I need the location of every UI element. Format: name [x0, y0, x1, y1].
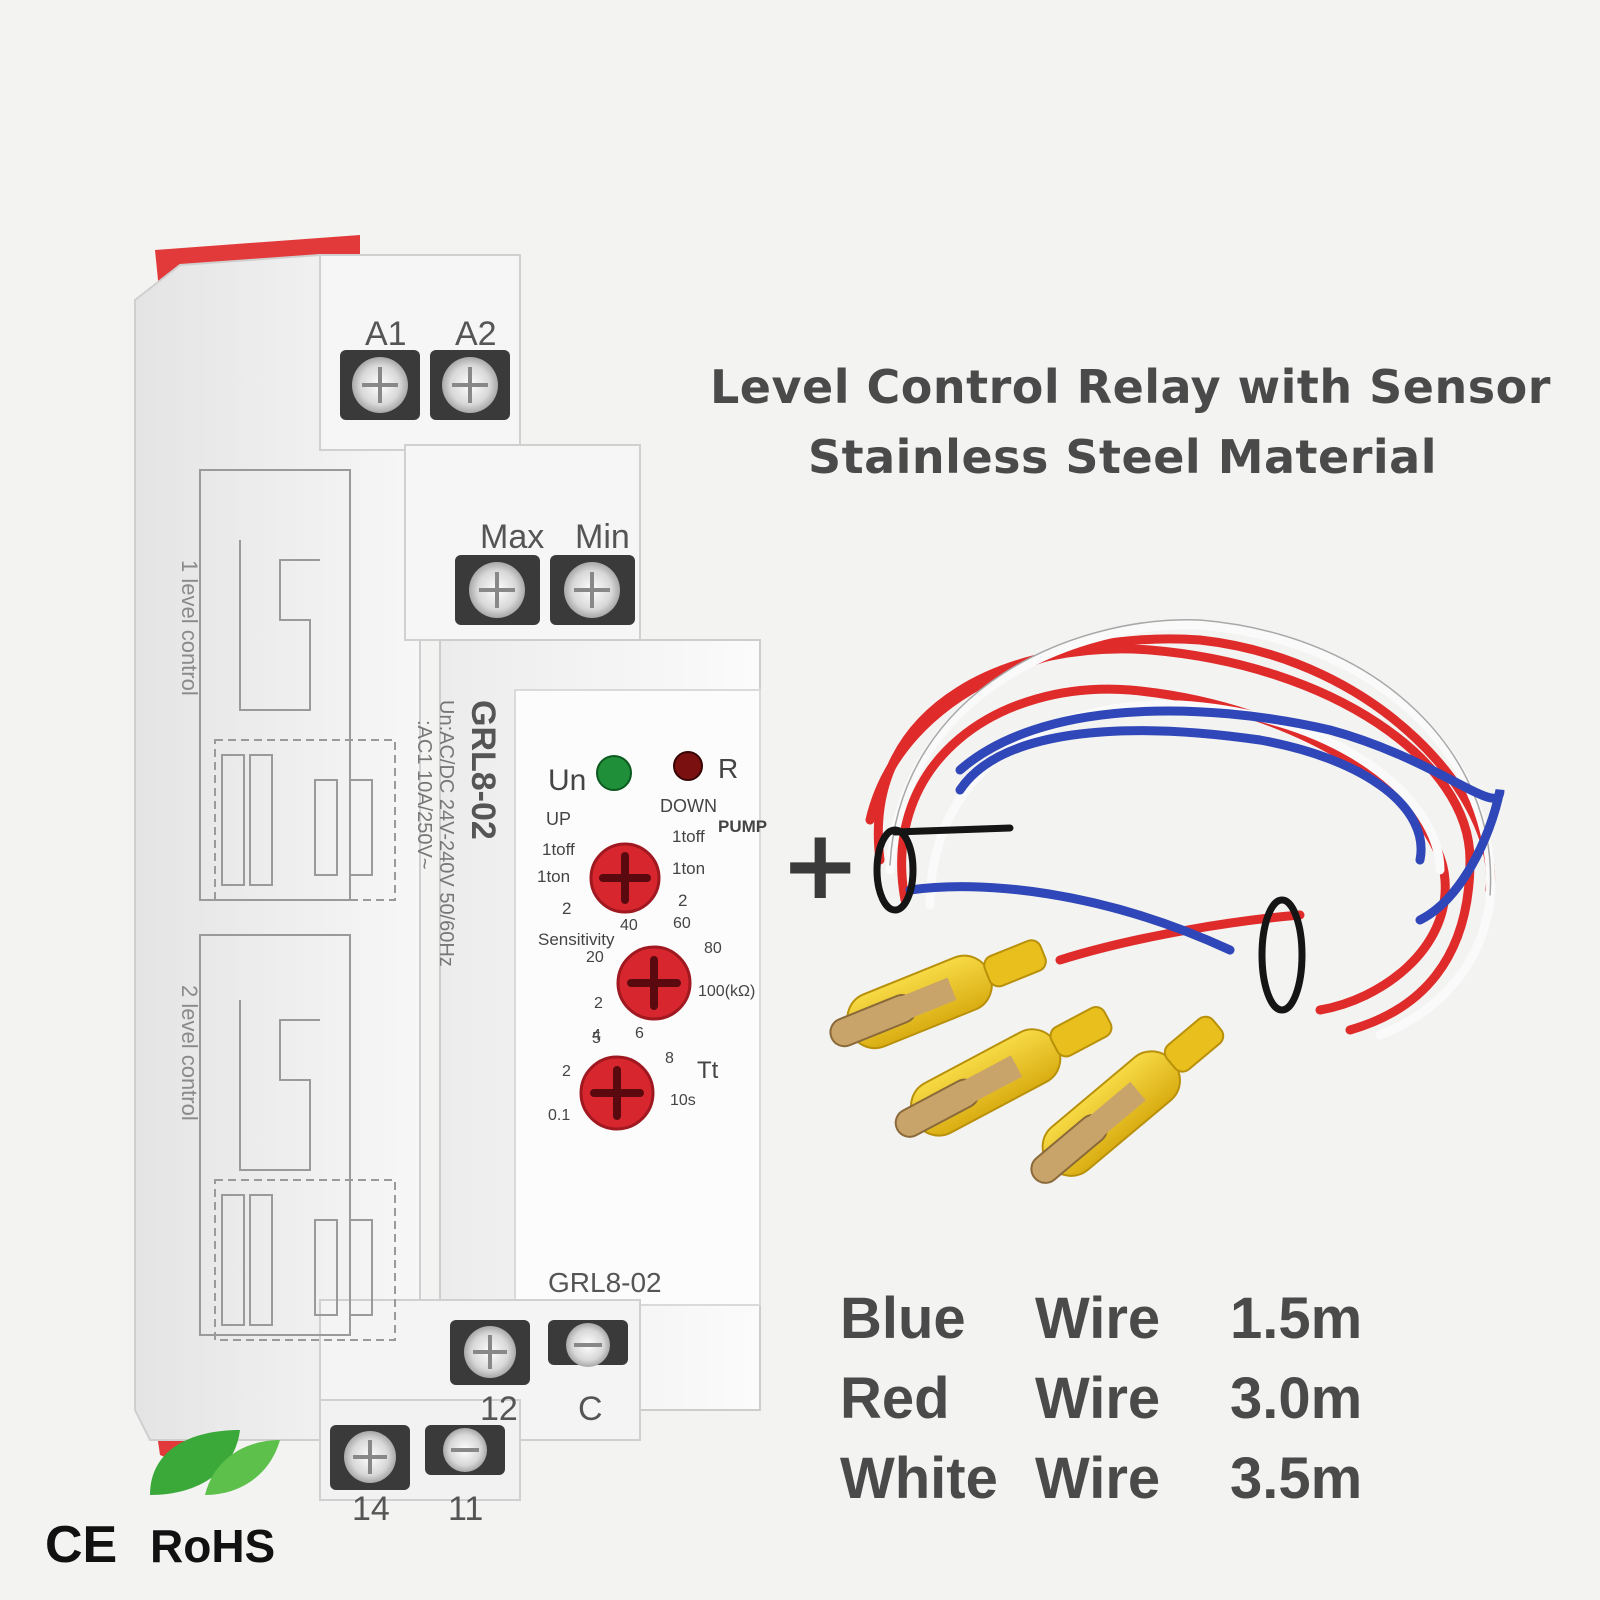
led-relay-indicator: [673, 751, 703, 781]
terminal-label-14: 14: [352, 1490, 390, 1528]
sensitivity-label: Sensitivity: [538, 930, 615, 949]
wire-spec-blue: Blue Wire 1.5m: [840, 1285, 1362, 1352]
screw-a1-icon: [340, 350, 420, 420]
blue-wires: [905, 706, 1505, 955]
wire-color: Red: [840, 1366, 950, 1431]
screw-min-icon: [550, 555, 635, 625]
mode-right-1toff: 1toff: [672, 827, 705, 846]
terminal-label-max: Max: [480, 518, 544, 556]
wire-word: Wire: [1035, 1446, 1161, 1511]
terminal-label-min: Min: [575, 518, 630, 556]
wire-length: 3.0m: [1230, 1366, 1363, 1431]
wire-word: Wire: [1035, 1366, 1161, 1431]
mode-label-down: DOWN: [660, 796, 717, 816]
probe-1-icon: [829, 939, 1047, 1050]
probe-3-icon: [1030, 1015, 1225, 1184]
sensitivity-tick-80: 80: [704, 940, 722, 957]
wire-spec-red: Red Wire 3.0m: [840, 1365, 1362, 1432]
mode-label-up: UP: [546, 809, 571, 829]
mode-left-1ton: 1ton: [537, 867, 570, 886]
screw-a2-icon: [430, 350, 510, 420]
sensitivity-tick-40: 40: [620, 917, 638, 934]
screw-14-icon: [330, 1425, 410, 1490]
time-knob[interactable]: [579, 1055, 655, 1131]
caption-line-2: Stainless Steel Material: [808, 430, 1437, 484]
white-wires: [885, 620, 1496, 1040]
probe-2-icon: [894, 1006, 1113, 1138]
mode-right-2: 2: [678, 891, 687, 910]
sensitivity-tick-100: 100(kΩ): [698, 983, 755, 1000]
time-tick-4: 4: [592, 1027, 601, 1044]
zip-ties: [873, 824, 1306, 1014]
terminal-label-12: 12: [480, 1390, 518, 1428]
wire-color: White: [840, 1446, 998, 1511]
time-tick-10s: 10s: [670, 1092, 696, 1109]
relay-model-side: GRL8-02: [464, 700, 502, 840]
relay-rating-line2: :AC1 10A/250V~: [413, 720, 435, 870]
relay-module: 1 level control 2 level control GRL8-02 …: [134, 235, 767, 1528]
ce-mark: CE: [45, 1516, 117, 1574]
sensitivity-tick-20: 20: [586, 949, 604, 966]
sensitivity-knob[interactable]: [616, 945, 692, 1021]
time-tick-8: 8: [665, 1050, 674, 1067]
led-power-indicator: [596, 755, 632, 791]
sensitivity-tick-5: 5: [592, 1030, 601, 1047]
wire-color: Blue: [840, 1286, 966, 1351]
terminal-label-a2: A2: [455, 315, 497, 353]
screw-12-icon: [450, 1320, 530, 1385]
sensitivity-tick-2: 2: [594, 995, 603, 1012]
caption-line-1: Level Control Relay with Sensor: [710, 360, 1551, 414]
wire-length: 3.5m: [1230, 1446, 1363, 1511]
side-label-2-level: 2 level control: [177, 985, 202, 1121]
terminal-screws: [330, 350, 635, 1490]
led-un-label: Un: [548, 764, 586, 797]
mode-left-2: 2: [562, 899, 571, 918]
plus-sign: +: [780, 809, 860, 921]
wire-length: 1.5m: [1230, 1286, 1363, 1351]
relay-model-front: GRL8-02: [548, 1267, 662, 1298]
screw-11-icon: [425, 1425, 505, 1475]
eco-leaf-icon: [150, 1430, 280, 1495]
rohs-mark: RoHS: [150, 1520, 275, 1572]
screw-max-icon: [455, 555, 540, 625]
wire-word: Wire: [1035, 1286, 1161, 1351]
side-wiring-diagram: [199, 469, 396, 1341]
mode-left-1toff: 1toff: [542, 840, 575, 859]
time-tick-6: 6: [635, 1025, 644, 1042]
time-tick-0-1: 0.1: [548, 1107, 570, 1124]
side-label-1-level: 1 level control: [177, 560, 202, 696]
mode-label-pump: PUMP: [718, 817, 767, 836]
relay-rating-line1: Un:AC/DC 24V-240V 50/60Hz: [435, 700, 457, 967]
sensor-wire-bundle: [865, 619, 1505, 1040]
sensitivity-tick-60: 60: [673, 915, 691, 932]
wire-spec-white: White Wire 3.5m: [840, 1445, 1362, 1512]
terminal-label-a1: A1: [365, 315, 407, 353]
sensor-probes: [829, 939, 1225, 1184]
mode-right-1ton: 1ton: [672, 859, 705, 878]
terminal-label-11: 11: [448, 1490, 483, 1528]
terminal-label-c: C: [578, 1390, 603, 1428]
mode-selector-knob[interactable]: [589, 842, 661, 914]
time-tick-2: 2: [562, 1063, 571, 1080]
time-label: Tt: [697, 1057, 719, 1084]
screw-c-icon: [548, 1320, 628, 1367]
led-r-label: R: [718, 753, 738, 784]
white-wire-outline: [889, 619, 1492, 896]
